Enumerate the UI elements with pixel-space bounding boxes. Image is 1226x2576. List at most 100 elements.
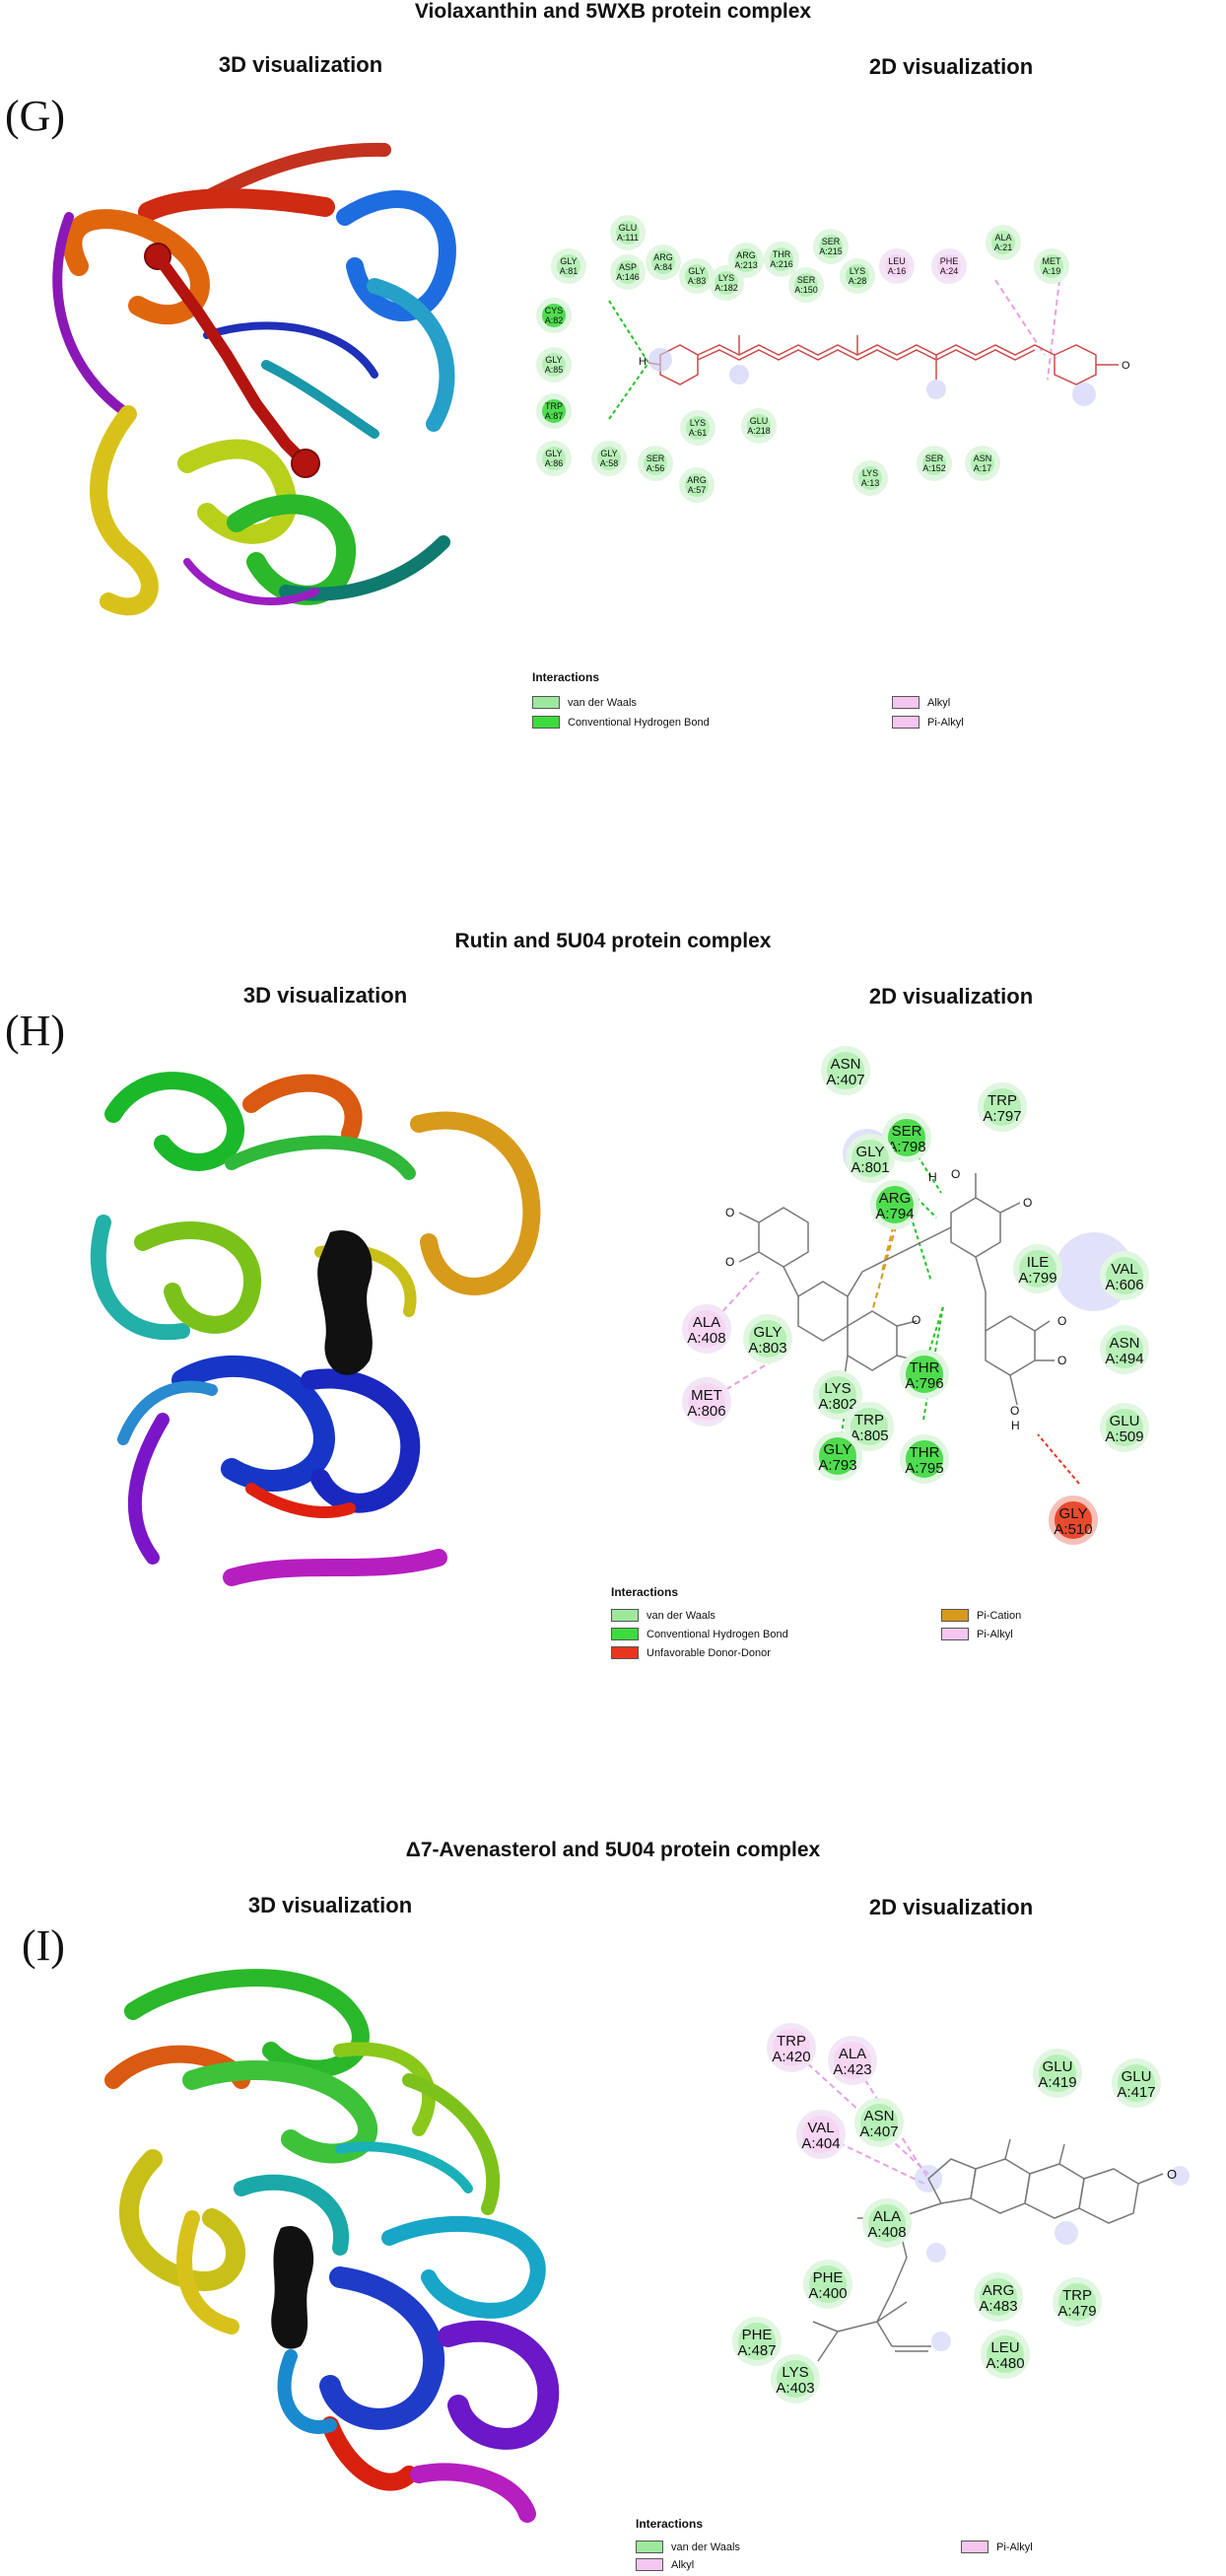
residue-name: LYS — [690, 418, 706, 428]
svg-text:O: O — [912, 1313, 920, 1327]
panel-i-o-label: O — [1167, 2167, 1177, 2182]
residue-name: LYS — [850, 266, 865, 276]
residue-number: A:479 — [1057, 2303, 1096, 2320]
residue-name: ALA — [994, 233, 1011, 243]
residue-name: ARG — [687, 475, 707, 485]
residue-number: A:510 — [1054, 1521, 1092, 1538]
residue-number: A:28 — [849, 276, 867, 286]
legend-item: Alkyl — [892, 696, 950, 709]
residue-name: ARG — [983, 2282, 1015, 2299]
residue-number: A:56 — [647, 463, 665, 473]
residue-name: TRP — [777, 2033, 806, 2050]
residue-number: A:86 — [545, 458, 564, 468]
residue-number: A:84 — [654, 262, 673, 272]
residue-name: PHE — [813, 2269, 844, 2286]
residue-name: ASN — [974, 453, 992, 463]
panel-i-letter: (I) — [22, 1921, 65, 1970]
residue-number: A:82 — [545, 315, 564, 325]
residue-name: ALA — [839, 2046, 866, 2062]
residue-name: VAL — [807, 2120, 834, 2136]
residue-number: A:400 — [808, 2285, 847, 2302]
legend-item: van der Waals — [636, 2541, 740, 2553]
residue-name: ASP — [619, 262, 637, 272]
residue-name: SER — [797, 275, 816, 285]
legend-item: Unfavorable Donor-Donor — [611, 1646, 771, 1659]
residue-number: A:483 — [979, 2298, 1017, 2315]
residue-number: A:419 — [1038, 2074, 1076, 2091]
residue-number: A:794 — [875, 1206, 914, 1222]
residue-name: ASN — [831, 1056, 861, 1073]
residue-name: GLY — [1059, 1505, 1088, 1522]
residue-number: A:795 — [905, 1460, 943, 1477]
panel-h-2d-label: 2D visualization — [868, 984, 1034, 1009]
residue-number: A:509 — [1105, 1428, 1143, 1445]
residue-number: A:215 — [819, 246, 843, 256]
residue-name: SER — [925, 453, 944, 463]
residue-name: ASN — [864, 2108, 895, 2124]
svg-text:O: O — [1010, 1404, 1019, 1418]
residue-number: A:17 — [974, 463, 992, 473]
residue-number: A:423 — [833, 2061, 871, 2078]
panel-i-3d-structure — [104, 1969, 560, 2523]
svg-text:O: O — [1057, 1314, 1066, 1328]
residue-name: LEU — [888, 256, 906, 266]
residue-number: A:58 — [600, 458, 619, 468]
residue-number: A:81 — [560, 266, 579, 276]
residue-name: THR — [910, 1444, 940, 1461]
residue-number: A:61 — [689, 428, 708, 438]
panel-g-2d-label: 2D visualization — [868, 54, 1034, 79]
residue-name: GLY — [545, 449, 562, 458]
residue-name: TRP — [988, 1092, 1017, 1109]
legend-item: van der Waals — [611, 1609, 715, 1622]
residue-number: A:57 — [688, 485, 707, 495]
svg-text:H: H — [1011, 1419, 1020, 1432]
residue-name: LYS — [782, 2364, 808, 2381]
residue-number: A:404 — [801, 2135, 840, 2152]
residue-number: A:83 — [688, 276, 707, 286]
residue-name: TRP — [545, 401, 563, 411]
residue-number: A:480 — [986, 2355, 1024, 2372]
residue-number: A:19 — [1043, 266, 1061, 276]
residue-name: MET — [691, 1387, 722, 1404]
panel-g-o-label: O — [1122, 360, 1130, 372]
residue-number: A:408 — [867, 2224, 906, 2241]
panel-i-2d-label: 2D visualization — [868, 1895, 1034, 1919]
panel-g-3d-label: 3D visualization — [218, 52, 383, 77]
residue-name: ARG — [879, 1190, 912, 1207]
panel-g-3d-structure — [52, 142, 456, 616]
residue-name: GLU — [1122, 2068, 1152, 2085]
residue-number: A:87 — [545, 411, 564, 421]
residue-name: SER — [647, 453, 665, 463]
residue-number: A:417 — [1117, 2084, 1155, 2101]
panel-i-title: Δ7-Avenasterol and 5U04 protein complex — [405, 1839, 821, 1861]
residue-number: A:797 — [983, 1108, 1021, 1125]
residue-number: A:606 — [1105, 1277, 1143, 1293]
